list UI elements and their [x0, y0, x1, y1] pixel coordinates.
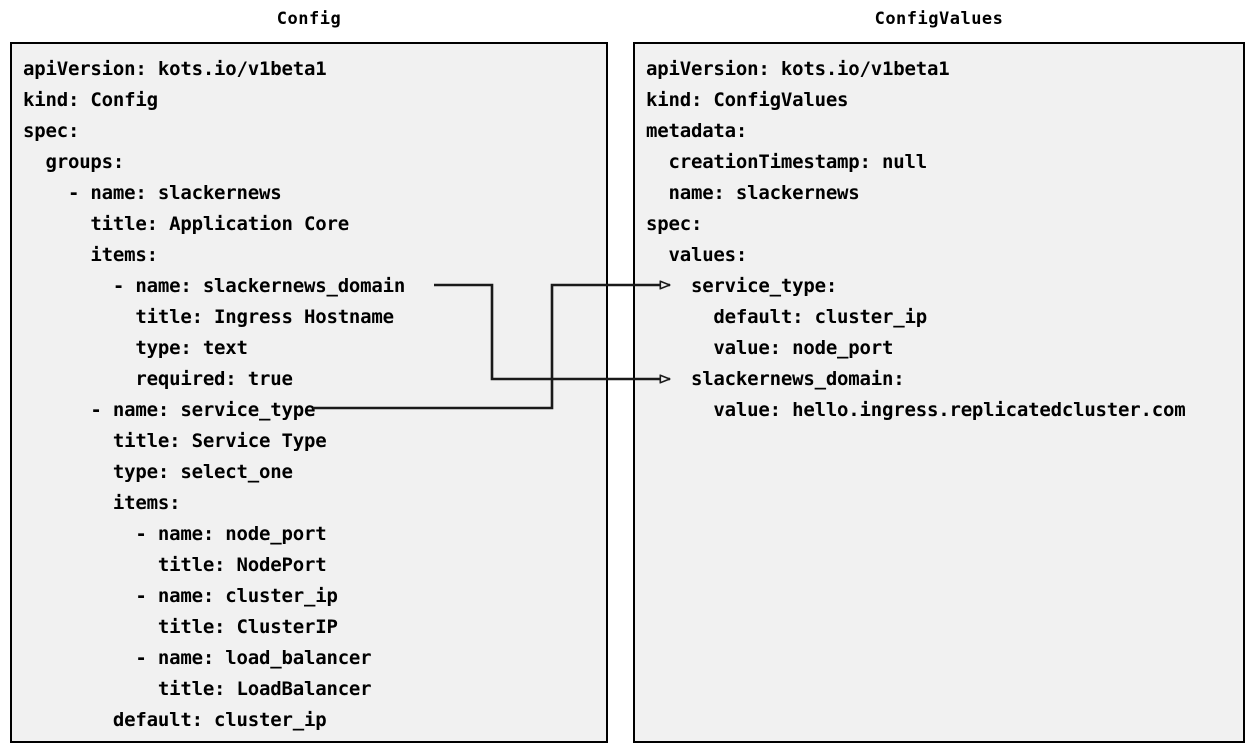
- configvalues-panel-title: ConfigValues: [874, 9, 1004, 29]
- config-yaml-code: apiVersion: kots.io/v1beta1 kind: Config…: [23, 58, 406, 731]
- configvalues-yaml-panel: apiVersion: kots.io/v1beta1 kind: Config…: [633, 42, 1245, 743]
- configvalues-yaml-code: apiVersion: kots.io/v1beta1 kind: Config…: [646, 58, 1186, 421]
- config-yaml-panel: apiVersion: kots.io/v1beta1 kind: Config…: [10, 42, 608, 743]
- config-panel-title: Config: [276, 9, 342, 29]
